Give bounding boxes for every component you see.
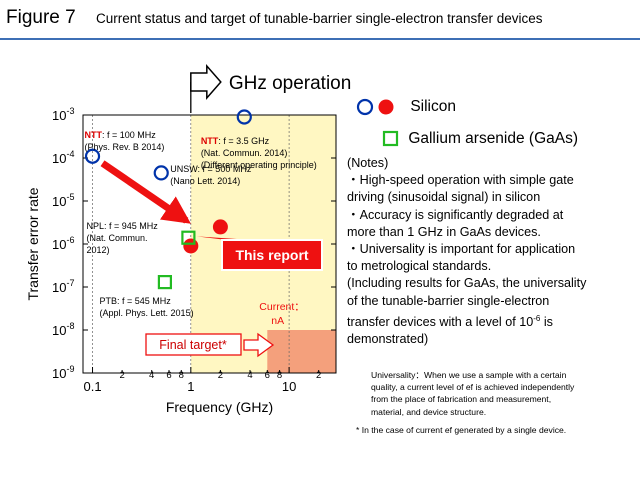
x-axis-title: Frequency (GHz) bbox=[166, 399, 273, 415]
note-line: (Including results for GaAs, the univers… bbox=[347, 276, 587, 291]
point-reference: (Nano Lett. 2014) bbox=[170, 176, 240, 186]
definition-line: material, and device structure. bbox=[371, 406, 487, 417]
legend-silicon-label: Silicon bbox=[410, 98, 456, 116]
point-reference: (Nat. Commun. 2014) bbox=[201, 148, 288, 158]
y-tick-label: 10-9 bbox=[52, 364, 74, 381]
final-target-label: Final target* bbox=[159, 338, 227, 352]
note-line: driving (sinusoidal signal) in silicon bbox=[347, 190, 541, 205]
gaas-square-point bbox=[157, 275, 173, 290]
point-annotation: PTB: f = 545 MHz (Appl. Phys. Lett. 2015) bbox=[100, 296, 194, 318]
current-region-label-top: Current： bbox=[259, 301, 305, 313]
silicon-markers-icon bbox=[356, 98, 394, 116]
note-line: to metrological standards. bbox=[347, 259, 492, 274]
universality-definition: Universality：When we use a sample with a… bbox=[371, 369, 633, 418]
improvement-arrow bbox=[100, 160, 191, 224]
legend-gaas-label: Gallium arsenide (GaAs) bbox=[408, 130, 579, 148]
x-minor-tick-label: 2 bbox=[316, 370, 321, 381]
x-minor-tick-label: 8 bbox=[179, 370, 184, 381]
point-annotation: UNSW: f = 500 MHz (Nano Lett. 2014) bbox=[170, 164, 252, 186]
figure-title: Current status and target of tunable-bar… bbox=[96, 11, 543, 26]
point-annotation: NPL: f = 945 MHz (Nat. Commun. 2012) bbox=[87, 221, 159, 255]
header-divider bbox=[0, 38, 640, 40]
point-reference-extra: 2012) bbox=[87, 245, 110, 255]
point-label: UNSW: f = 500 MHz bbox=[170, 164, 252, 174]
x-minor-tick-label: 4 bbox=[247, 370, 252, 381]
point-label: NPL: f = 945 MHz bbox=[87, 221, 159, 231]
note-line: ・Universality is important for applicati… bbox=[347, 242, 576, 257]
y-axis-title: Transfer error rate bbox=[25, 187, 41, 300]
point-label: PTB: f = 545 MHz bbox=[100, 296, 172, 306]
x-tick-label: 10 bbox=[282, 379, 296, 394]
notes-block: (Notes) ・High-speed operation with simpl… bbox=[347, 155, 637, 348]
silicon-filled-point bbox=[212, 219, 228, 235]
y-tick-label: 10-4 bbox=[52, 149, 74, 166]
y-tick-label: 10-8 bbox=[52, 321, 74, 338]
point-reference: (Appl. Phys. Lett. 2015) bbox=[100, 308, 194, 318]
chart: Current： nA 10-3 10-4 10-5 10-6 10-7 10-8 10-9 0.… bbox=[25, 64, 352, 415]
this-report-box bbox=[221, 239, 323, 271]
final-target-arrow bbox=[243, 332, 275, 358]
note-line-superscript: transfer devices with a level of 10-6 is bbox=[347, 313, 553, 330]
current-region-label-unit: nA bbox=[271, 315, 284, 327]
x-minor-tick-label: 4 bbox=[149, 370, 154, 381]
note-line: ・Accuracy is significantly degraded at bbox=[347, 207, 564, 222]
y-tick-label: 10-6 bbox=[52, 235, 74, 252]
point-annotation: NTT: f = 3.5 GHz (Nat. Commun. 2014) (Diff… bbox=[201, 136, 317, 170]
definition-line: quality, a current level of ef is achiev… bbox=[371, 382, 575, 393]
x-minor-tick-label: 6 bbox=[265, 370, 270, 381]
note-line: of the tunable-barrier single-electron bbox=[347, 293, 550, 308]
legend-gaas: Gallium arsenide (GaAs) bbox=[382, 130, 578, 148]
note-line: (Notes) bbox=[347, 156, 389, 170]
point-reference: (Nat. Commun. bbox=[87, 233, 148, 243]
legend-silicon: Silicon bbox=[356, 97, 456, 117]
silicon-open-point bbox=[236, 109, 252, 125]
y-tick-label: 10-5 bbox=[52, 192, 74, 209]
note-line: ・High-speed operation with simple gate bbox=[347, 173, 574, 188]
x-minor-tick-label: 2 bbox=[119, 370, 124, 381]
x-minor-tick-label: 2 bbox=[218, 370, 223, 381]
x-tick-label: 0.1 bbox=[83, 379, 101, 394]
y-tick-label: 10-7 bbox=[52, 278, 74, 295]
note-line: more than 1 GHz in GaAs devices. bbox=[347, 224, 541, 239]
silicon-open-point bbox=[153, 165, 169, 181]
x-minor-tick-label: 6 bbox=[166, 370, 171, 381]
y-tick-label: 10-3 bbox=[52, 106, 74, 123]
point-annotation: NTT: f = 100 MHz (Phys. Rev. B 2014) bbox=[85, 130, 165, 152]
point-label: NTT: f = 100 MHz bbox=[85, 130, 157, 140]
note-line: demonstrated) bbox=[347, 332, 429, 347]
point-reference-extra: (Different operating principle) bbox=[201, 160, 317, 170]
gaas-square-point bbox=[181, 230, 196, 245]
this-report-label: This report bbox=[235, 247, 308, 263]
x-minor-tick-label: 8 bbox=[277, 370, 282, 381]
ghz-operation-label: GHz operation bbox=[229, 73, 352, 94]
figure-number: Figure 7 bbox=[6, 7, 76, 28]
definition-line: Universality：When we use a sample with a… bbox=[371, 370, 567, 380]
ghz-operation-arrow-icon bbox=[190, 64, 222, 100]
figure-header: Figure 7 Current status and target of tu… bbox=[0, 0, 640, 40]
point-label: NTT: f = 3.5 GHz bbox=[201, 136, 270, 146]
definition-line: from the place of fabrication and measur… bbox=[371, 394, 552, 405]
gaas-square-icon bbox=[382, 130, 399, 147]
final-target-box bbox=[145, 333, 242, 356]
silicon-open-point bbox=[84, 148, 101, 164]
current-region-shade bbox=[267, 330, 336, 373]
silicon-filled-point bbox=[183, 238, 199, 254]
footnote: * In the case of current ef generated by… bbox=[356, 425, 567, 435]
point-reference: (Phys. Rev. B 2014) bbox=[85, 142, 165, 152]
x-tick-label: 1 bbox=[187, 379, 194, 394]
